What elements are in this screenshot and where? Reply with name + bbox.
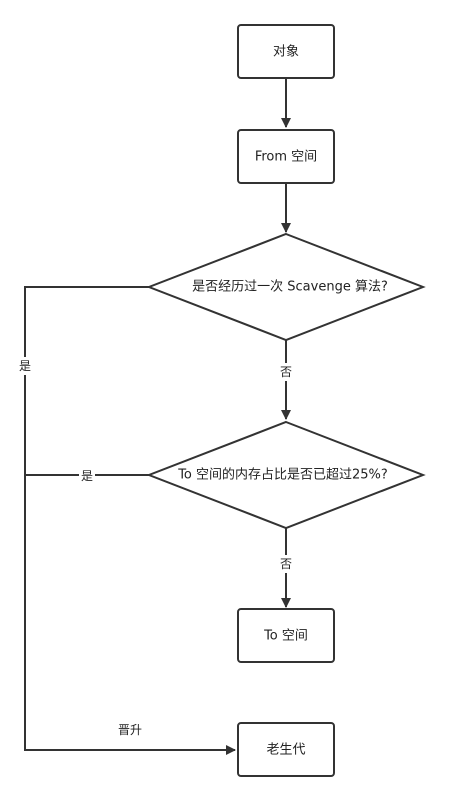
- edge-label-scavenge-no: 否: [280, 365, 292, 379]
- edge-label-to-space-yes: 是: [81, 469, 93, 483]
- node-to-space-label: To 空间: [263, 629, 308, 644]
- node-from-space-label: From 空间: [255, 150, 317, 165]
- node-old-generation: 老生代: [237, 722, 335, 777]
- node-decision-to-space-label: To 空间的内存占比是否已超过25%?: [177, 467, 388, 483]
- node-decision-to-space: To 空间的内存占比是否已超过25%?: [146, 420, 426, 530]
- edge-label-promote: 晋升: [118, 723, 142, 737]
- node-decision-scavenge-label: 是否经历过一次 Scavenge 算法?: [192, 279, 388, 295]
- node-old-generation-label: 老生代: [266, 743, 305, 758]
- edge-label-to-space-no: 否: [280, 557, 292, 571]
- edge-decision1-yes: [24, 286, 236, 755]
- node-object: 对象: [237, 24, 335, 79]
- node-to-space: To 空间: [237, 608, 335, 663]
- node-object-label: 对象: [273, 45, 299, 60]
- edge-label-scavenge-yes: 是: [19, 359, 31, 373]
- node-decision-scavenge: 是否经历过一次 Scavenge 算法?: [146, 232, 426, 342]
- node-from-space: From 空间: [237, 129, 335, 184]
